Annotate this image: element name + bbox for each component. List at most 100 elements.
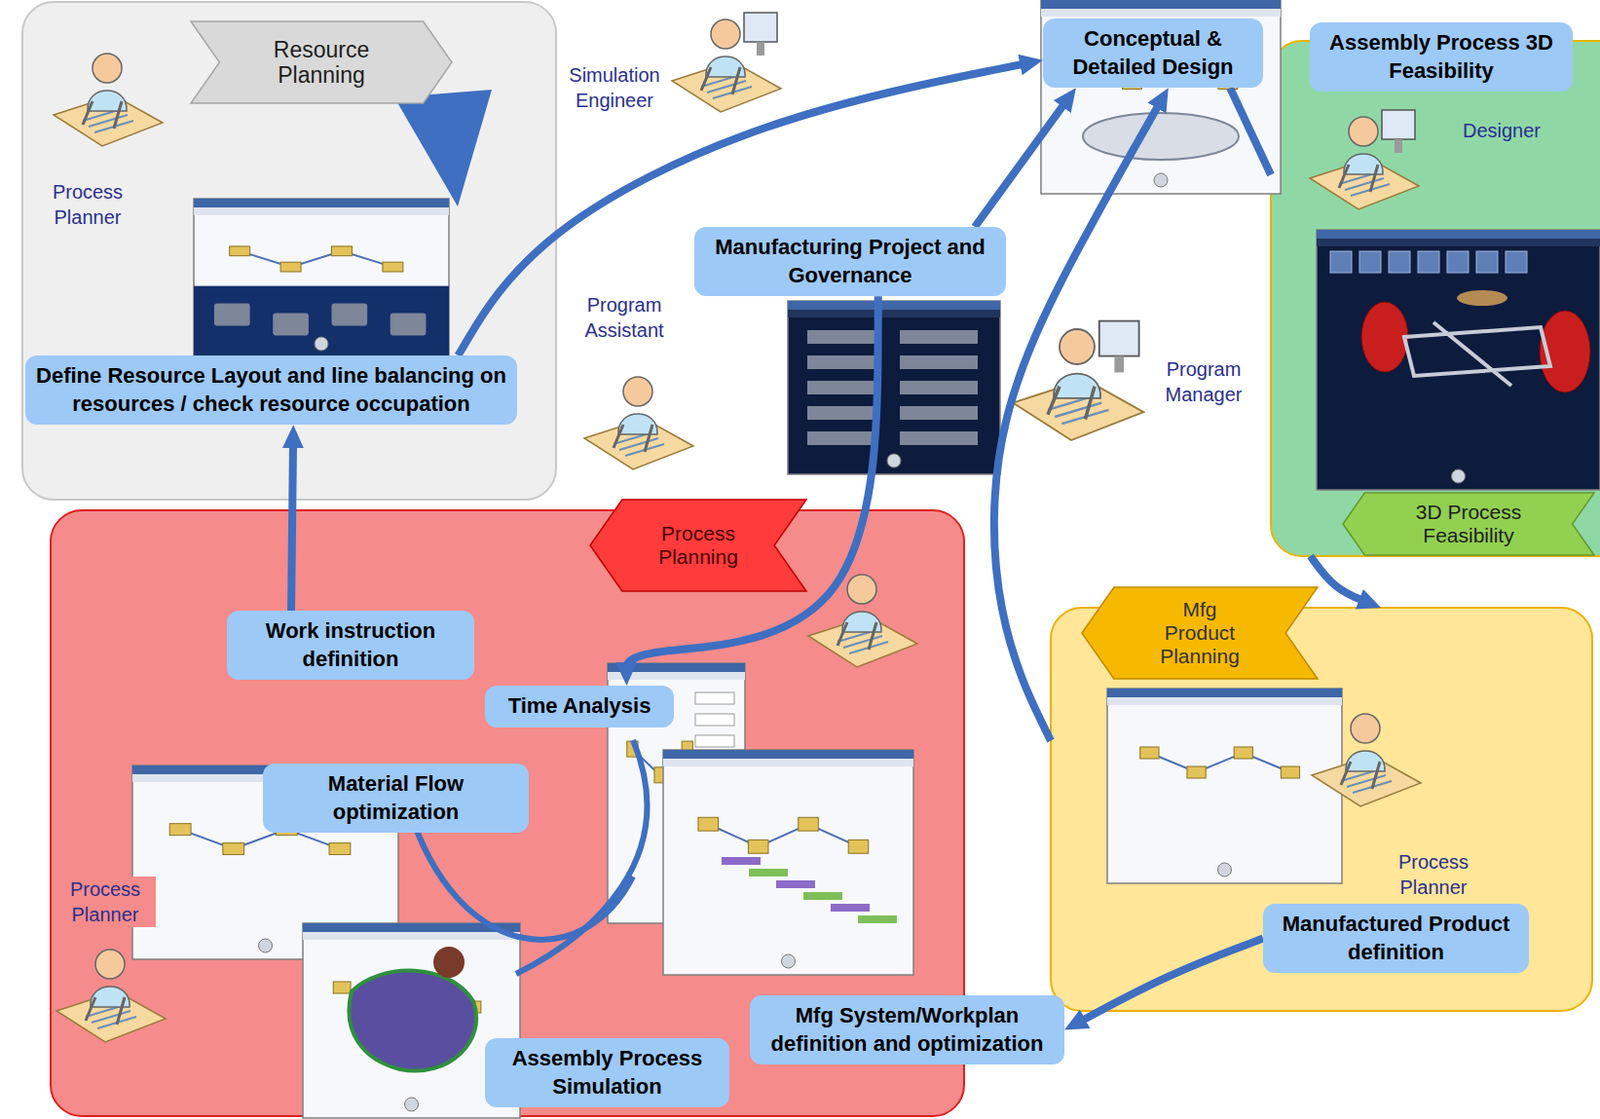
part-plate — [1456, 290, 1508, 306]
form-field — [899, 355, 978, 370]
phase-chevron: Process Planning — [590, 499, 807, 592]
flow-line — [707, 823, 858, 847]
station-block — [333, 981, 351, 994]
role-label: Process Planner — [37, 179, 139, 230]
phase-title: Process Planning — [644, 521, 752, 569]
activity-title: Define Resource Layout and line balancin… — [33, 362, 510, 418]
form-field — [807, 355, 876, 370]
flow-line — [239, 251, 393, 267]
head — [1350, 713, 1380, 744]
gantt-bar — [776, 880, 816, 889]
role-label: Designer — [1452, 117, 1551, 144]
machine-block — [331, 303, 368, 327]
person-icon — [53, 53, 163, 147]
flow-loop — [516, 740, 647, 974]
gantt-bar — [721, 856, 761, 865]
form-field — [807, 380, 876, 395]
monitor-stand — [1394, 139, 1403, 153]
chevron-fill — [1081, 587, 1318, 679]
title-bar — [787, 300, 1001, 310]
activity-box: Material Flow optimization — [262, 763, 529, 833]
person-icon — [584, 376, 694, 470]
machine-block — [214, 303, 251, 327]
tool-icon — [1447, 251, 1469, 273]
arms — [82, 101, 122, 129]
form-field — [899, 380, 978, 395]
title-bar — [663, 749, 914, 759]
head — [1059, 329, 1095, 365]
title-bar — [1107, 688, 1342, 698]
flow-arrow — [291, 438, 294, 611]
person-icon — [1309, 110, 1419, 210]
screen-frame — [663, 749, 914, 975]
phase-title: Resource Planning — [253, 37, 390, 89]
station-block — [698, 817, 719, 831]
form-field — [899, 406, 978, 420]
screen-frame — [193, 198, 449, 358]
activity-box: Assembly Process Simulation — [484, 1038, 730, 1108]
gantt-bar — [748, 868, 788, 877]
station-block — [223, 843, 245, 856]
person-icon — [1311, 713, 1421, 807]
phase-chevron: 3D Process Feasibility — [1342, 492, 1595, 556]
tool-bar — [1316, 238, 1600, 247]
activity-title: Assembly Process 3D Feasibility — [1317, 29, 1565, 85]
flow-arrow — [974, 99, 1069, 227]
compass-icon — [1451, 469, 1466, 484]
arms — [1339, 164, 1378, 192]
arms — [85, 997, 125, 1025]
person-icon — [56, 949, 166, 1042]
activity-box: Time Analysis — [484, 685, 674, 728]
tool-bar — [607, 671, 745, 680]
desk-paper — [837, 630, 889, 654]
big-arrow-head — [394, 89, 492, 207]
desk-paper — [82, 109, 134, 133]
station-block — [229, 246, 251, 257]
engine-model — [348, 970, 477, 1072]
phase-chevron: Mfg Product Planning — [1081, 587, 1318, 679]
activity-box: Mfg System/Workplan definition and optim… — [749, 995, 1065, 1065]
activity-title: Manufactured Product definition — [1270, 910, 1522, 967]
monitor — [1099, 321, 1140, 357]
activity-title: Material Flow optimization — [270, 770, 521, 826]
compass-icon — [1153, 173, 1168, 187]
station-block — [1280, 766, 1300, 779]
gantt-bar — [857, 915, 897, 924]
arms — [837, 622, 877, 650]
form-field — [899, 330, 978, 344]
activity-box: Assembly Process 3D Feasibility — [1309, 22, 1573, 92]
tool-icon — [1330, 251, 1352, 273]
station-block — [1233, 746, 1253, 759]
title-bar — [193, 198, 449, 208]
arms — [701, 67, 741, 95]
flow-arrow — [1229, 87, 1271, 175]
phase-region: Resource PlanningDefine Resource Layout … — [22, 1, 557, 500]
tool-bar — [663, 758, 914, 767]
flow-arrow — [1310, 556, 1370, 603]
screenshot — [663, 749, 914, 975]
desk-paper — [1047, 395, 1109, 424]
activity-box: Work instruction definition — [226, 610, 475, 680]
form-row — [695, 692, 735, 705]
compass-icon — [314, 336, 329, 351]
title-bar — [1316, 229, 1600, 239]
phase-chevron: Resource Planning — [190, 21, 452, 104]
phase-region: Process PlanningWork instruction definit… — [50, 510, 965, 1117]
station-block — [1140, 746, 1159, 759]
activity-title: Conceptual & Detailed Design — [1050, 25, 1256, 81]
gantt-bar — [830, 903, 870, 912]
screen-frame — [787, 300, 1001, 475]
monitor-stand — [1114, 356, 1124, 373]
compass-icon — [1218, 862, 1232, 877]
screenshot — [1107, 688, 1342, 884]
head — [95, 949, 125, 979]
region-panel — [1270, 40, 1600, 557]
form-field — [807, 431, 876, 446]
activity-title: Time Analysis — [492, 692, 667, 721]
machine-block — [390, 313, 427, 336]
tool-icon — [1359, 251, 1381, 273]
desk-paper — [85, 1004, 137, 1029]
screen-dark-area — [193, 286, 449, 358]
screenshot — [1316, 229, 1600, 490]
